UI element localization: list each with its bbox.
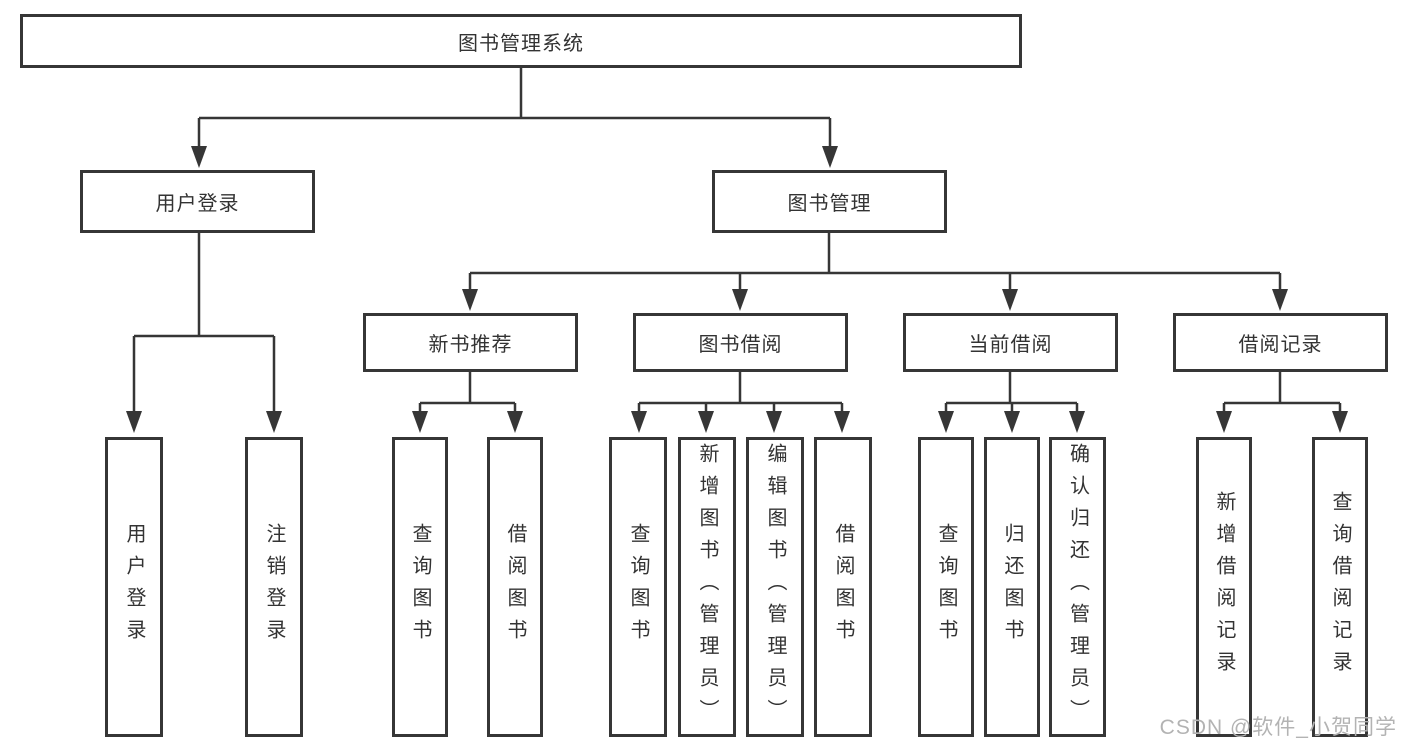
leaf-label: 查询图书: [935, 523, 957, 651]
leaf-label: 查询图书: [627, 523, 649, 651]
leaf-add-borrow-record: 新增借阅记录: [1196, 437, 1252, 737]
leaf-logout: 注销登录: [245, 437, 303, 737]
node-label: 借阅记录: [1238, 334, 1323, 356]
leaf-label: 新增图书（管理员）: [696, 443, 718, 731]
leaf-borrow-books: 借阅图书: [814, 437, 872, 737]
node-label: 图书管理: [787, 193, 872, 215]
leaf-query-books-borrow: 查询图书: [609, 437, 667, 737]
leaf-label: 用户登录: [123, 523, 145, 651]
leaf-label: 归还图书: [1001, 523, 1023, 651]
node-user-login: 用户登录: [80, 170, 315, 233]
leaf-return-books: 归还图书: [984, 437, 1040, 737]
leaf-label: 查询图书: [409, 523, 431, 651]
node-book-management: 图书管理: [712, 170, 947, 233]
node-label: 新书推荐: [428, 334, 513, 356]
node-label: 用户登录: [155, 193, 240, 215]
node-current-borrow: 当前借阅: [903, 313, 1118, 372]
node-label: 图书管理系统: [458, 32, 584, 55]
node-book-borrow: 图书借阅: [633, 313, 848, 372]
leaf-query-borrow-record: 查询借阅记录: [1312, 437, 1368, 737]
leaf-confirm-return-admin: 确认归还（管理员）: [1049, 437, 1106, 737]
node-borrow-records: 借阅记录: [1173, 313, 1388, 372]
leaf-label: 注销登录: [263, 523, 285, 651]
arrowhead-icons: [126, 146, 1348, 433]
leaf-label: 新增借阅记录: [1213, 491, 1235, 683]
leaf-label: 借阅图书: [504, 523, 526, 651]
leaf-borrow-books-recommend: 借阅图书: [487, 437, 543, 737]
node-root-system: 图书管理系统: [20, 14, 1022, 68]
connector-edges: [132, 68, 1342, 413]
leaf-edit-book-admin: 编辑图书（管理员）: [746, 437, 804, 737]
leaf-query-books-recommend: 查询图书: [392, 437, 448, 737]
leaf-label: 编辑图书（管理员）: [764, 443, 786, 731]
leaf-query-books-current: 查询图书: [918, 437, 974, 737]
leaf-label: 借阅图书: [832, 523, 854, 651]
node-label: 图书借阅: [698, 334, 783, 356]
leaf-user-login: 用户登录: [105, 437, 163, 737]
leaf-label: 确认归还（管理员）: [1066, 443, 1089, 731]
leaf-add-book-admin: 新增图书（管理员）: [678, 437, 736, 737]
node-new-book-recommend: 新书推荐: [363, 313, 578, 372]
node-label: 当前借阅: [968, 334, 1053, 356]
leaf-label: 查询借阅记录: [1329, 491, 1351, 683]
